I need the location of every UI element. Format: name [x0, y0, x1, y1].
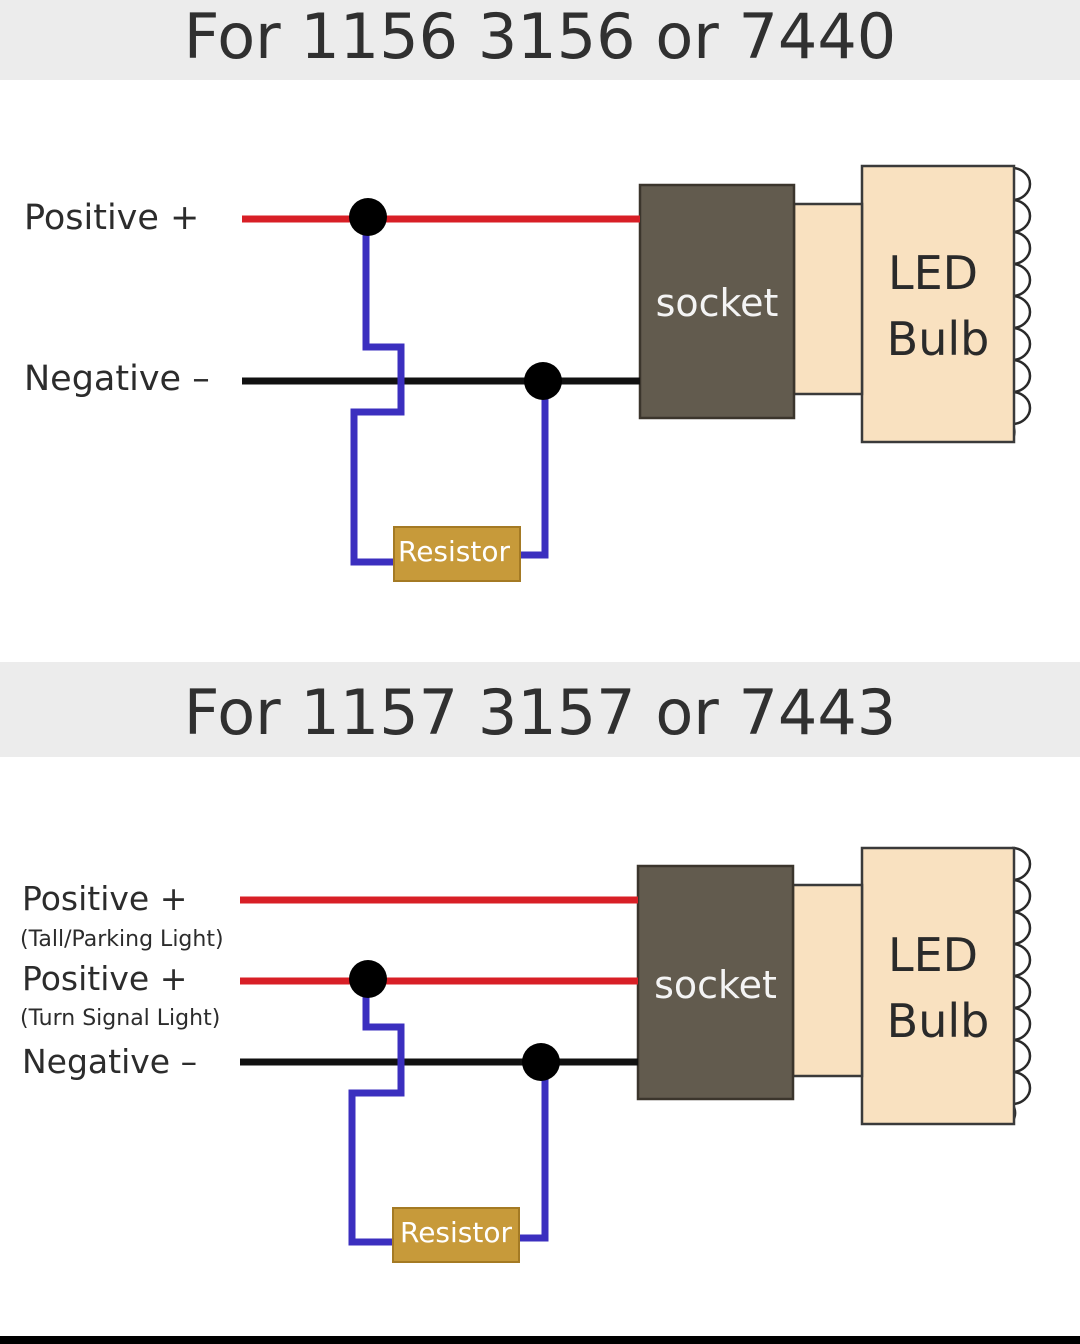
section1-diagram — [242, 164, 1032, 582]
section2-positive-turn-label: Positive + — [22, 959, 188, 998]
section2-junction-negative — [522, 1043, 560, 1081]
section2-positive-turn-sublabel: (Turn Signal Light) — [20, 1006, 221, 1031]
section2-negative-label: Negative – — [22, 1042, 198, 1081]
section2-diagram — [240, 846, 1032, 1263]
section1-resistor-lead-positive — [350, 219, 405, 566]
section2-junction-positive — [349, 960, 387, 998]
bottom-bar — [0, 1336, 1080, 1344]
section1-bulb-label-line1: LED — [887, 246, 979, 300]
section1-positive-label: Positive + — [24, 198, 200, 238]
section2-led-bulb — [860, 846, 1016, 1126]
section1-resistor — [393, 526, 521, 582]
section1-junction-positive — [349, 198, 387, 236]
section1-bulb-base — [792, 202, 864, 396]
section2-title: For 1157 3157 or 7443 — [183, 676, 897, 749]
section1-resistor-label: Resistor — [398, 535, 510, 568]
section1-junction-negative — [524, 362, 562, 400]
section2-positive-parking-label: Positive + — [22, 879, 188, 918]
section2-resistor-lead-positive — [348, 981, 405, 1246]
section2-resistor — [392, 1207, 520, 1263]
section1-bulb-label-line2: Bulb — [886, 312, 990, 366]
section2-resistor-label: Resistor — [400, 1216, 512, 1249]
section1-title: For 1156 3156 or 7440 — [183, 0, 897, 73]
section2-bulb-label-line2: Bulb — [886, 994, 990, 1048]
section1-negative-label: Negative – — [24, 359, 210, 399]
section2-positive-parking-sublabel: (Tall/Parking Light) — [20, 927, 224, 952]
section2-bulb-base — [791, 883, 864, 1078]
section2-resistor-lead-negative — [518, 1062, 549, 1242]
section1-resistor-lead-negative — [519, 381, 549, 559]
section2-header-band — [0, 662, 1080, 757]
section2-bulb-label-line1: LED — [887, 928, 979, 982]
section2-socket-label: socket — [654, 963, 777, 1007]
section1-socket — [638, 183, 796, 420]
section1-header-band — [0, 0, 1080, 80]
section1-socket-label: socket — [655, 281, 779, 325]
section1-led-bulb — [860, 164, 1016, 444]
